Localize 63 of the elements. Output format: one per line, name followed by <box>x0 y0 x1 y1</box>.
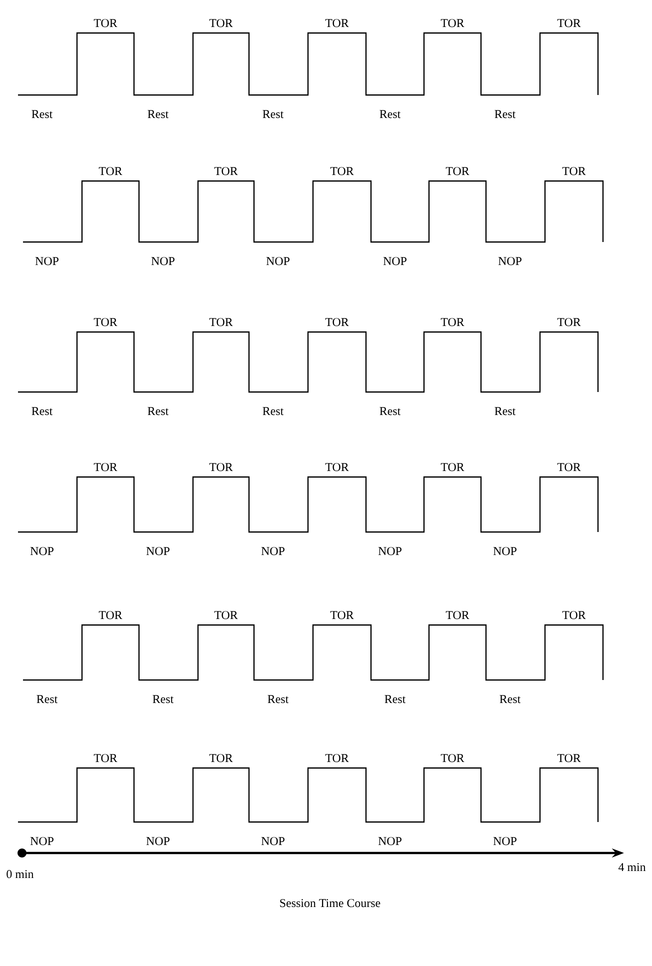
block-label: Rest <box>152 695 174 704</box>
block-label: NOP <box>378 547 402 556</box>
block-label: TOR <box>325 754 349 762</box>
block-label: NOP <box>261 547 284 556</box>
axis-label: 0 min <box>6 870 34 878</box>
block-label: TOR <box>557 318 581 326</box>
block-label: TOR <box>209 19 233 28</box>
block-label: Rest <box>262 407 284 416</box>
block-label: TOR <box>562 611 586 620</box>
block-label: Rest <box>380 407 401 416</box>
block-label: NOP <box>493 547 516 556</box>
block-label: Rest <box>32 407 53 416</box>
block-label: TOR <box>98 611 122 620</box>
block-label: NOP <box>498 257 522 266</box>
block-label: Rest <box>32 110 53 118</box>
block-label: Rest <box>494 407 516 416</box>
block-label: TOR <box>214 167 238 176</box>
block-label: TOR <box>98 167 122 176</box>
block-label: TOR <box>94 754 118 762</box>
block-label: TOR <box>94 318 118 326</box>
block-label: NOP <box>146 547 170 556</box>
block-label: TOR <box>94 463 118 472</box>
block-label: NOP <box>30 547 54 556</box>
block-label: Rest <box>262 110 284 118</box>
block-label: NOP <box>146 837 170 846</box>
block-label: TOR <box>209 318 233 326</box>
block-label: Rest <box>500 695 521 704</box>
block-label: TOR <box>325 318 349 326</box>
block-label: TOR <box>440 754 464 762</box>
block-label: TOR <box>557 19 581 28</box>
block-label: TOR <box>214 611 238 620</box>
block-label: TOR <box>440 463 464 472</box>
block-label: NOP <box>266 257 290 266</box>
block-label: TOR <box>440 318 464 326</box>
block-label: TOR <box>446 611 470 620</box>
block-label: NOP <box>261 837 284 846</box>
block-label: Rest <box>380 110 401 118</box>
block-label: TOR <box>330 611 354 620</box>
block-label: NOP <box>383 257 406 266</box>
block-label: Rest <box>148 110 169 118</box>
block-label: TOR <box>94 19 118 28</box>
axis-label: 4 min <box>618 863 646 871</box>
block-label: TOR <box>209 754 233 762</box>
block-label: Rest <box>148 407 169 416</box>
block-label: TOR <box>446 167 470 176</box>
block-label: NOP <box>493 837 516 846</box>
block-label: NOP <box>30 837 54 846</box>
block-label: Rest <box>494 110 516 118</box>
block-label: TOR <box>209 463 233 472</box>
block-label: TOR <box>557 754 581 762</box>
block-label: TOR <box>440 19 464 28</box>
block-label: TOR <box>325 19 349 28</box>
block-label: TOR <box>325 463 349 472</box>
block-label: Rest <box>384 695 406 704</box>
block-label: NOP <box>151 257 174 266</box>
block-label: TOR <box>557 463 581 472</box>
block-label: NOP <box>378 837 402 846</box>
caption: Session Time Course <box>280 899 380 908</box>
block-label: Rest <box>36 695 58 704</box>
block-label: TOR <box>330 167 354 176</box>
block-label: NOP <box>35 257 58 266</box>
block-label: TOR <box>562 167 586 176</box>
block-label: Rest <box>268 695 289 704</box>
